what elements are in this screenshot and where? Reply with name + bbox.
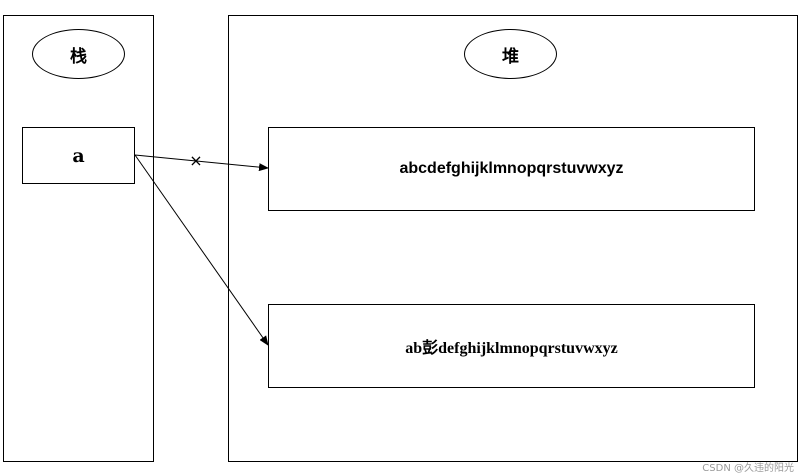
watermark: CSDN @久违的阳光 xyxy=(702,463,794,474)
removed-reference-arrow xyxy=(134,154,269,172)
current-reference-arrow xyxy=(134,154,269,346)
stack-label: 栈 xyxy=(32,29,125,79)
heap-label: 堆 xyxy=(464,29,557,79)
stack-panel xyxy=(3,15,154,462)
variable-a-box: a xyxy=(22,127,135,184)
heap-string-1: abcdefghijklmnopqrstuvwxyz xyxy=(268,127,755,211)
heap-string-2: ab彭defghijklmnopqrstuvwxyz xyxy=(268,304,755,388)
cross-mark: × xyxy=(189,151,202,170)
